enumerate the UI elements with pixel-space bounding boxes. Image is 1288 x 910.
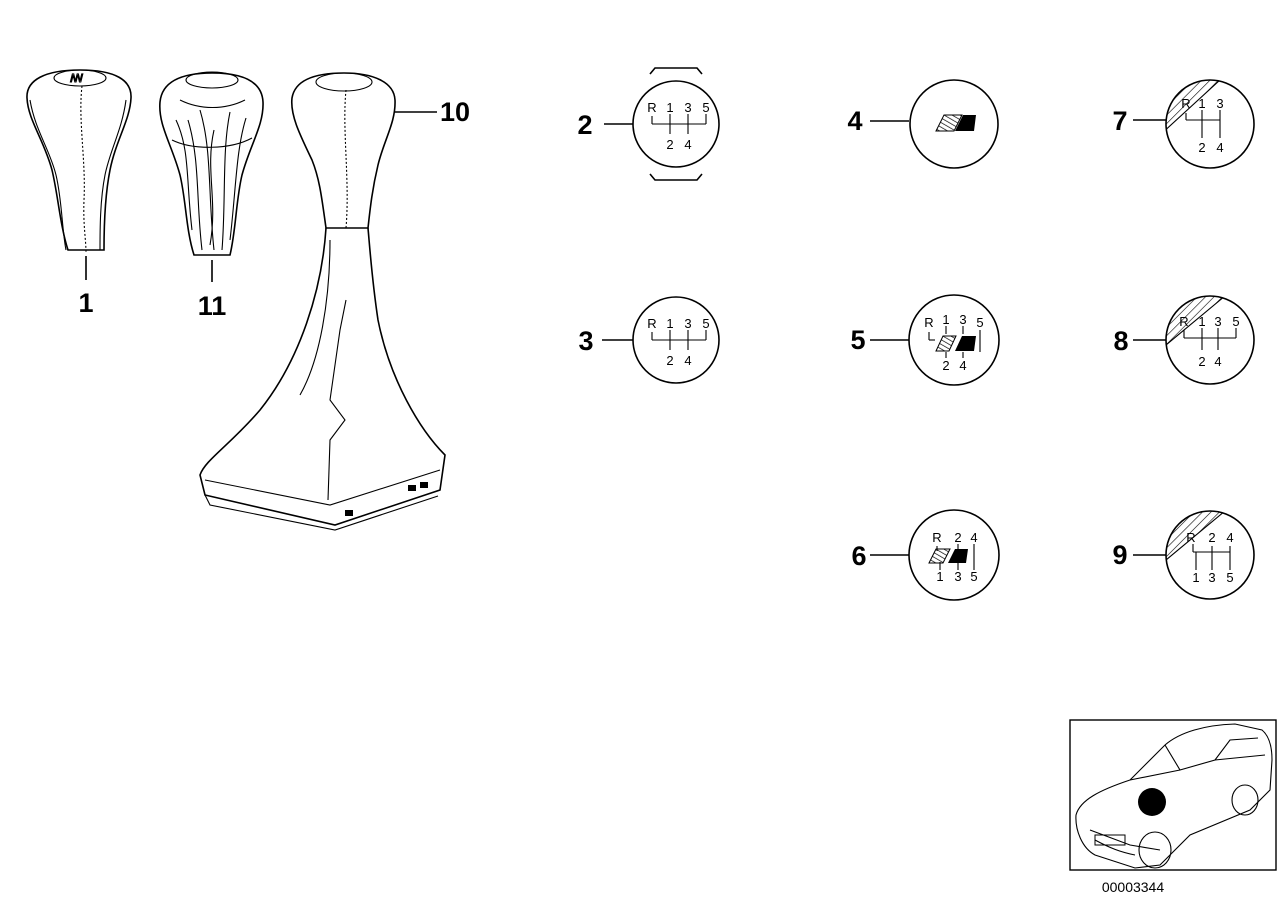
- emblem-3: R 1 3 5 2 4: [602, 296, 720, 384]
- emblem-5-bottom-2: 4: [959, 358, 966, 373]
- car-outline-icon: [1075, 723, 1273, 869]
- emblem-3-top-1: R: [647, 316, 656, 331]
- emblem-2-bottom-1: 2: [666, 137, 673, 152]
- emblem-9-top-2: 2: [1208, 530, 1215, 545]
- callout-4: 4: [847, 106, 862, 136]
- emblem-2-top-1: R: [647, 100, 656, 115]
- callout-8: 8: [1113, 326, 1128, 356]
- emblem-8-top-2: 1: [1198, 314, 1205, 329]
- emblem-3-bottom-1: 2: [666, 353, 673, 368]
- callout-11: 11: [198, 291, 227, 321]
- callout-6: 6: [851, 541, 866, 571]
- emblem-5-bottom-1: 2: [942, 358, 949, 373]
- emblem-2-top-2: 1: [666, 100, 673, 115]
- emblem-7-top-1: R: [1181, 96, 1190, 111]
- emblem-6-bottom-3: 5: [970, 569, 977, 584]
- emblem-5-top-3: 3: [959, 312, 966, 327]
- emblem-6-bottom-1: 1: [936, 569, 943, 584]
- emblem-9-bottom-3: 5: [1226, 570, 1233, 585]
- emblem-7-bottom-1: 2: [1198, 140, 1205, 155]
- emblem-3-bottom-2: 4: [684, 353, 691, 368]
- emblem-9: R 2 4 1 3 5: [1133, 510, 1255, 600]
- callout-2: 2: [577, 110, 592, 140]
- gear-knob-with-boot: [199, 72, 446, 531]
- emblem-8: R 1 3 5 2 4: [1133, 295, 1255, 385]
- emblem-5: R 1 3 5 2 4: [870, 294, 1000, 386]
- emblem-8-top-3: 3: [1214, 314, 1221, 329]
- emblem-4: [870, 79, 999, 169]
- emblem-2-bottom-2: 4: [684, 137, 691, 152]
- emblem-7-bottom-2: 4: [1216, 140, 1223, 155]
- emblem-8-bottom-1: 2: [1198, 354, 1205, 369]
- vehicle-locator-inset: [1069, 719, 1277, 871]
- emblem-9-bottom-2: 3: [1208, 570, 1215, 585]
- svg-text:ꟿ: ꟿ: [70, 73, 83, 85]
- emblem-9-top-1: R: [1186, 530, 1195, 545]
- callout-10: 10: [440, 97, 470, 127]
- emblem-5-top-2: 1: [942, 312, 949, 327]
- emblem-6: R 2 4 1 3 5: [870, 509, 1000, 601]
- emblem-2-top-3: 3: [684, 100, 691, 115]
- emblem-7-top-2: 1: [1198, 96, 1205, 111]
- emblem-9-bottom-1: 1: [1192, 570, 1199, 585]
- emblem-7: R 1 3 2 4: [1133, 79, 1255, 169]
- emblem-9-top-3: 4: [1226, 530, 1233, 545]
- callout-3: 3: [578, 326, 593, 356]
- gear-knob-leather: ꟿ: [26, 69, 132, 280]
- emblem-2-top-4: 5: [702, 100, 709, 115]
- emblem-3-top-4: 5: [702, 316, 709, 331]
- emblem-7-top-3: 3: [1216, 96, 1223, 111]
- emblem-6-top-3: 4: [970, 530, 977, 545]
- gear-knob-wood: [159, 71, 264, 282]
- emblem-2: R 1 3 5 2 4: [604, 67, 720, 181]
- diagram-id: 00003344: [1102, 879, 1165, 895]
- callout-5: 5: [850, 325, 865, 355]
- emblem-8-bottom-2: 4: [1214, 354, 1221, 369]
- m-logo-icon: [935, 114, 976, 132]
- emblem-6-bottom-2: 3: [954, 569, 961, 584]
- emblem-8-top-4: 5: [1232, 314, 1239, 329]
- emblem-6-top-2: 2: [954, 530, 961, 545]
- m-logo-icon: [935, 335, 976, 352]
- emblem-8-top-1: R: [1179, 314, 1188, 329]
- callout-1: 1: [78, 288, 93, 318]
- location-marker: [1138, 788, 1166, 816]
- callout-9: 9: [1112, 540, 1127, 570]
- emblem-3-top-2: 1: [666, 316, 673, 331]
- emblem-5-top-1: R: [924, 315, 933, 330]
- callout-7: 7: [1112, 106, 1127, 136]
- emblem-5-top-4: 5: [976, 315, 983, 330]
- emblem-6-top-1: R: [932, 530, 941, 545]
- emblem-3-top-3: 3: [684, 316, 691, 331]
- m-logo-icon: [928, 548, 968, 564]
